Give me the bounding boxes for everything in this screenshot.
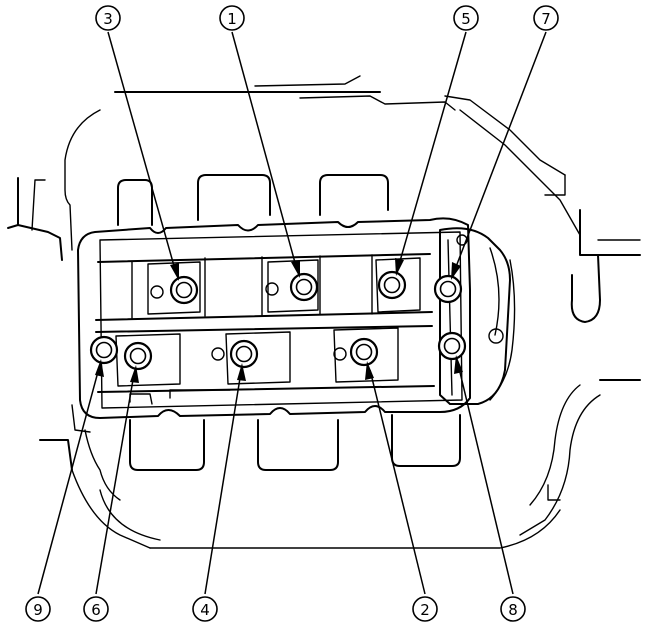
bolt-2 xyxy=(349,337,379,367)
callout-9-label: 9 xyxy=(33,601,43,619)
callout-2: 2 xyxy=(412,596,438,622)
callout-4-label: 4 xyxy=(200,601,210,619)
callout-7: 7 xyxy=(533,5,559,31)
arrow-6 xyxy=(130,365,139,383)
leader-4 xyxy=(204,371,242,595)
arrow-8 xyxy=(454,355,463,374)
callout-5: 5 xyxy=(453,5,479,31)
callout-6: 6 xyxy=(83,596,109,622)
callout-7-label: 7 xyxy=(541,10,551,28)
camshaft-holder-frame xyxy=(77,217,516,419)
leader-8 xyxy=(457,363,514,595)
callout-6-label: 6 xyxy=(91,601,101,619)
arrow-1 xyxy=(291,260,300,278)
callout-3-label: 3 xyxy=(103,10,113,28)
arrow-4 xyxy=(237,363,246,381)
bolt-7 xyxy=(433,274,463,304)
leader-lines xyxy=(37,31,547,595)
leader-5 xyxy=(397,31,467,269)
lower-camshaft-lobes xyxy=(129,414,461,471)
engine-block-outline xyxy=(7,75,641,549)
bolts xyxy=(89,270,467,371)
callout-4: 4 xyxy=(192,596,218,622)
bolt-6 xyxy=(123,341,153,371)
arrow-3 xyxy=(170,263,179,281)
bolt-8 xyxy=(437,331,467,361)
callout-1-label: 1 xyxy=(227,10,237,28)
callout-8-label: 8 xyxy=(508,601,518,619)
arrow-5 xyxy=(395,258,404,276)
leader-2 xyxy=(369,369,426,595)
bolt-4 xyxy=(229,339,259,369)
arrow-7 xyxy=(451,262,461,280)
bolt-3 xyxy=(169,275,199,305)
leader-3 xyxy=(107,31,177,274)
callout-5-label: 5 xyxy=(461,10,471,28)
leader-1 xyxy=(231,31,298,271)
leader-6 xyxy=(95,373,135,595)
bolt-9 xyxy=(89,335,119,365)
callout-1: 1 xyxy=(219,5,245,31)
callout-2-label: 2 xyxy=(420,601,430,619)
callouts: 1 2 3 4 5 6 7 8 xyxy=(25,5,559,622)
callout-8: 8 xyxy=(500,596,526,622)
callout-9: 9 xyxy=(25,596,51,622)
callout-3: 3 xyxy=(95,5,121,31)
leader-9 xyxy=(37,367,100,595)
upper-camshaft-lobes xyxy=(117,174,389,226)
arrow-9 xyxy=(95,359,104,377)
bolt-5 xyxy=(377,270,407,300)
leader-7 xyxy=(453,31,547,273)
arrow-2 xyxy=(365,361,374,380)
bolt-1 xyxy=(289,272,319,302)
